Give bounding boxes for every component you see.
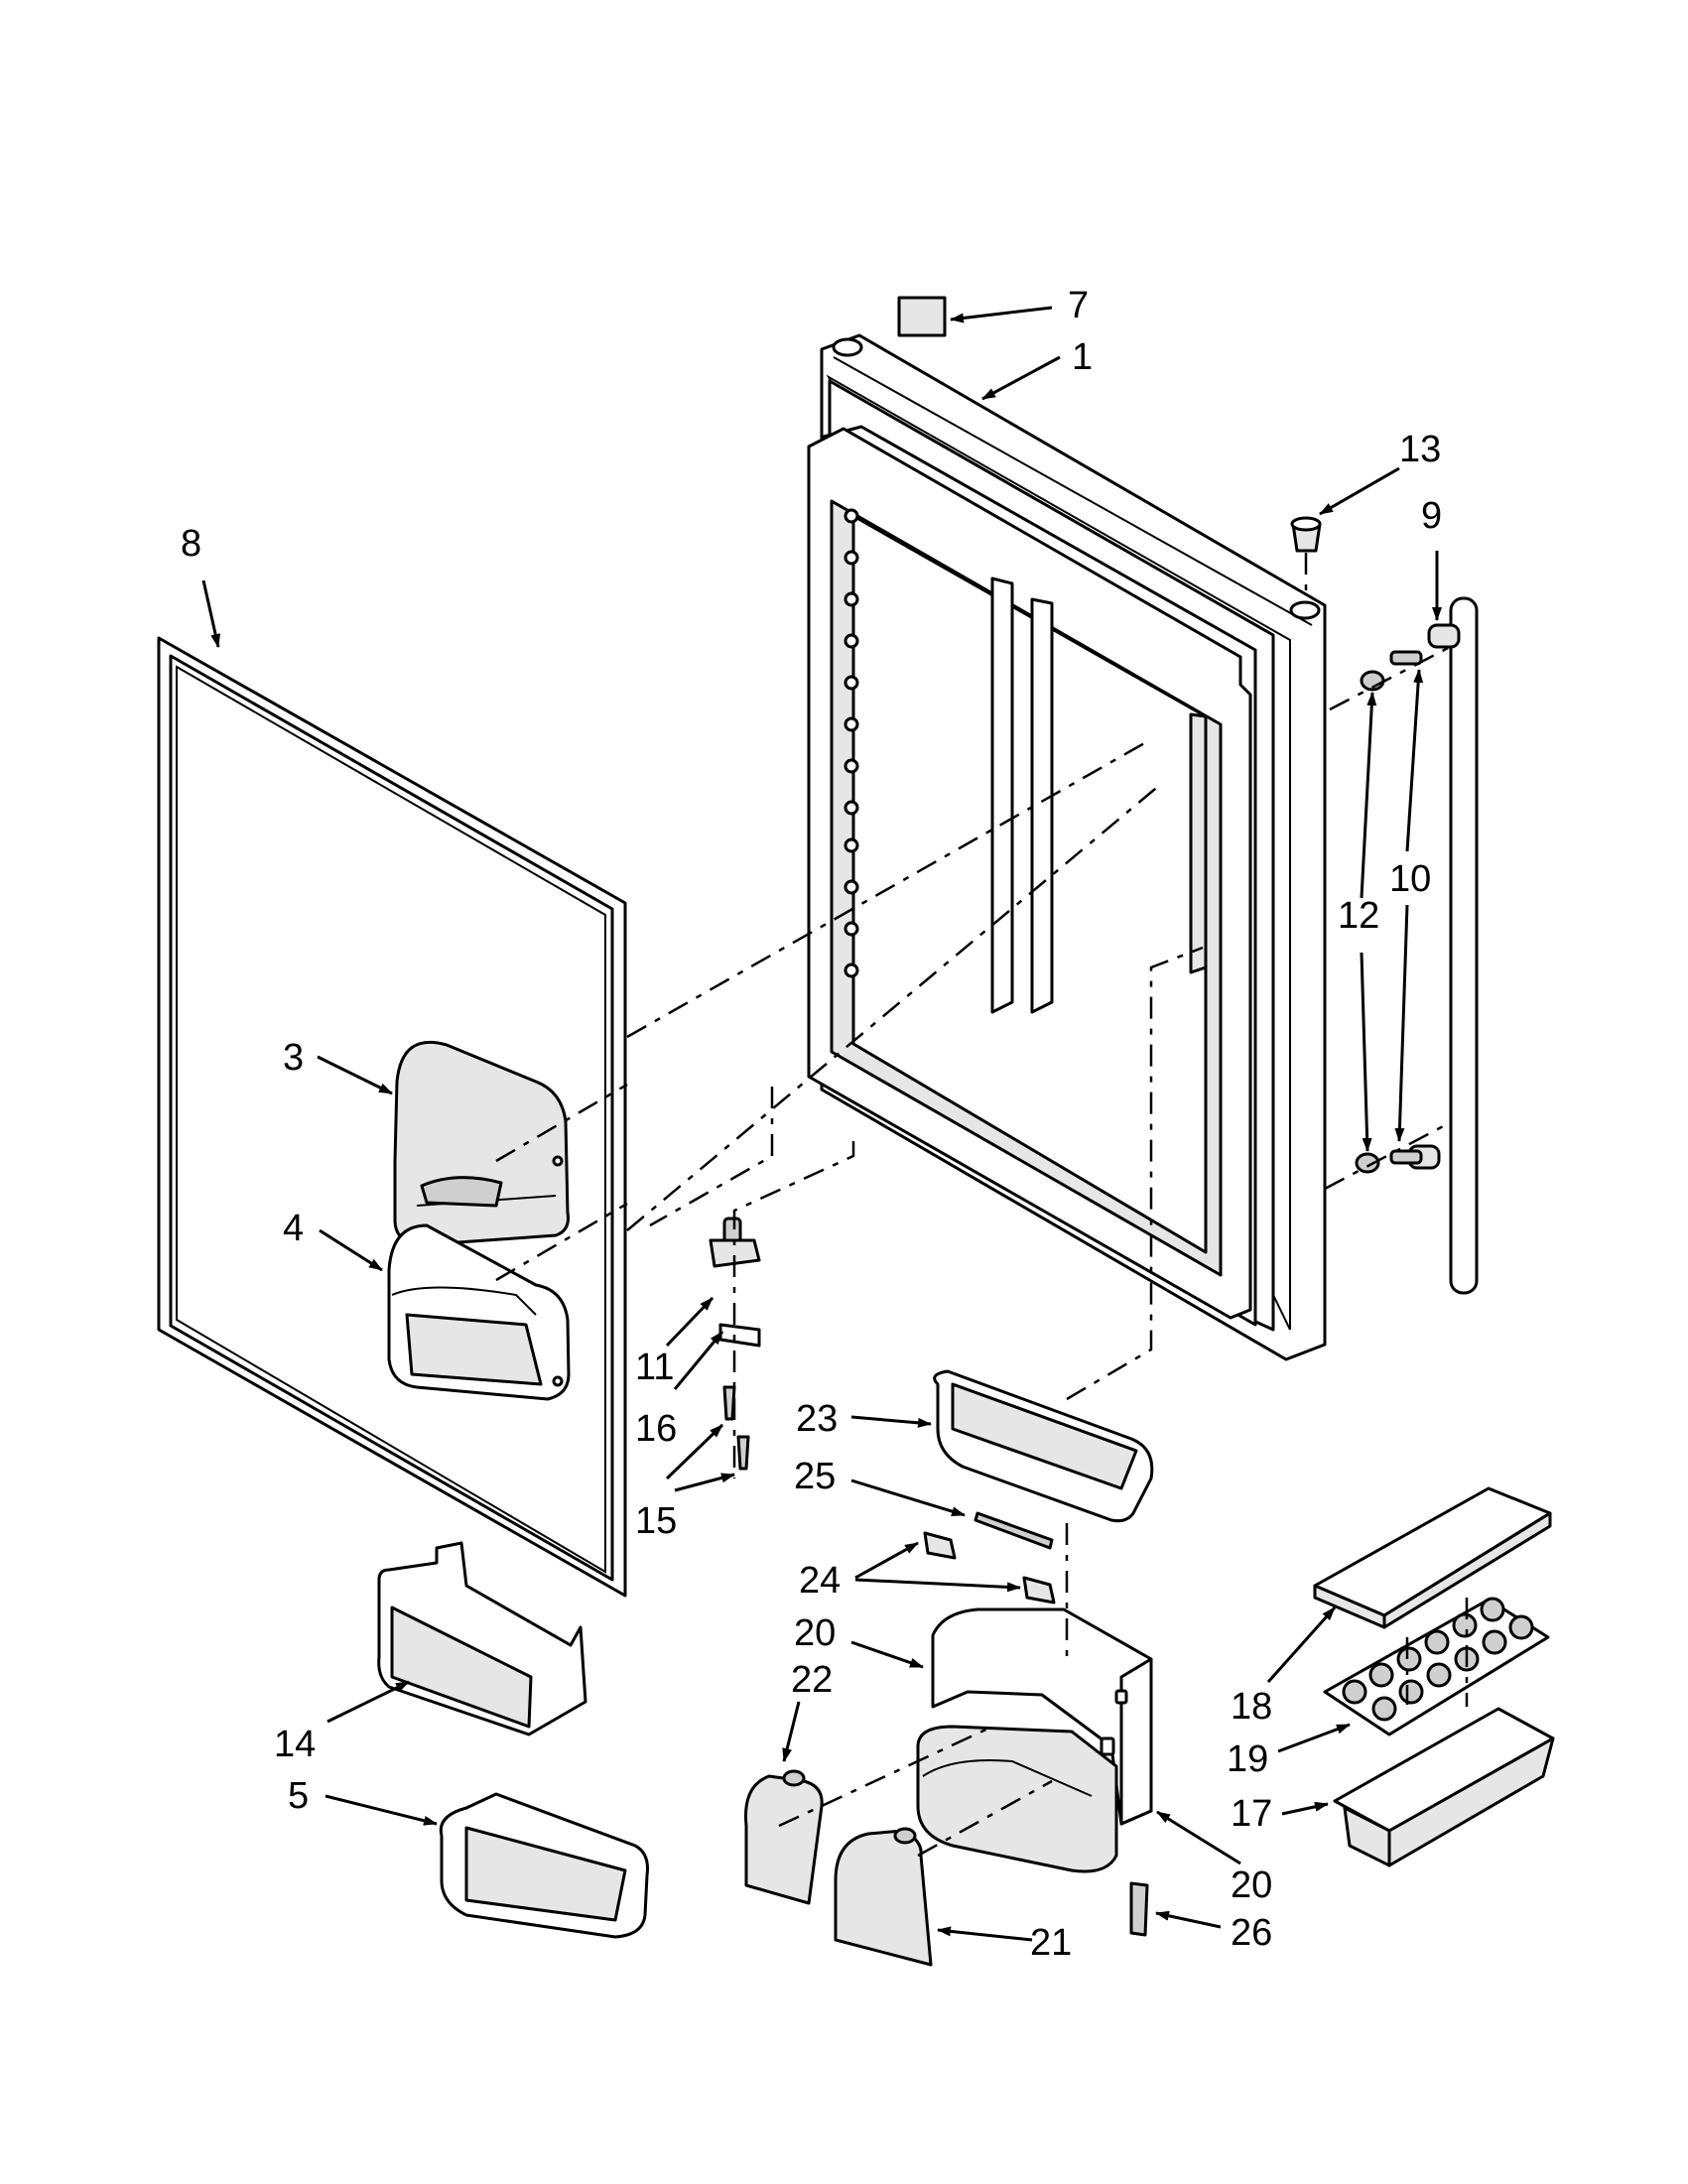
callout-24: 24 [799,1560,841,1602]
callout-14: 14 [274,1724,316,1765]
screws-part-10 [1389,650,1423,1165]
clip-part-26 [1129,1881,1149,1937]
dairy-door-part-3 [393,1040,570,1247]
callout-13: 13 [1399,429,1441,470]
handle-part-9 [1407,596,1479,1295]
assembly-lines [495,553,1469,1858]
callout-21: 21 [1030,1922,1072,1964]
callout-20: 20 [794,1612,836,1654]
ice-housing-part-20 [916,1607,1153,1873]
callout-19: 19 [1227,1738,1268,1780]
door-bin-part-14 [377,1541,587,1736]
callout-25: 25 [794,1456,836,1497]
callout-7: 7 [1068,285,1089,326]
callout-labels: 7 1 13 9 8 12 10 3 4 11 16 15 23 25 24 2… [181,285,1442,1964]
rod-part-25 [974,1511,1054,1550]
bracket-part-16 [718,1323,761,1348]
callout-17: 17 [1231,1793,1272,1835]
callout-12: 12 [1338,895,1379,937]
hinge-knob-icon [1289,600,1321,620]
callout-9: 9 [1421,495,1442,537]
tray-lid-part-18 [1313,1486,1552,1629]
plug-part-13 [1290,516,1322,553]
dairy-bin-part-4 [387,1223,571,1401]
callout-4: 4 [283,1208,304,1249]
callout-10: 10 [1389,858,1431,900]
bin-part-17 [1333,1707,1555,1867]
callout-5: 5 [288,1775,309,1817]
hinge-knob-icon [832,337,863,357]
egg-tray-part-19 [1323,1597,1550,1736]
callout-26: 26 [1231,1912,1272,1954]
callout-22: 22 [791,1659,833,1701]
callout-8: 8 [181,523,201,565]
door-liner-part-1 [807,333,1327,1361]
screws-part-15 [722,1385,750,1471]
door-bin-part-23 [933,1369,1154,1523]
label-part-7 [897,296,947,337]
callout-11: 11 [635,1347,674,1388]
clips-part-24 [923,1531,1056,1605]
cover-part-22 [743,1769,824,1905]
callout-23: 23 [796,1398,838,1440]
callout-15: 15 [635,1500,677,1542]
callout-16: 16 [635,1408,677,1450]
shelf-dimples [844,508,859,978]
bin-part-5 [439,1792,649,1939]
callout-3: 3 [283,1037,304,1079]
callout-20-lower: 20 [1231,1864,1272,1906]
callout-leaders [201,306,1442,1942]
callout-1: 1 [1072,336,1093,378]
washers-part-12 [1355,670,1385,1174]
hinge-part-11 [709,1217,761,1268]
callout-18: 18 [1231,1686,1272,1728]
cover-part-21 [834,1827,933,1967]
